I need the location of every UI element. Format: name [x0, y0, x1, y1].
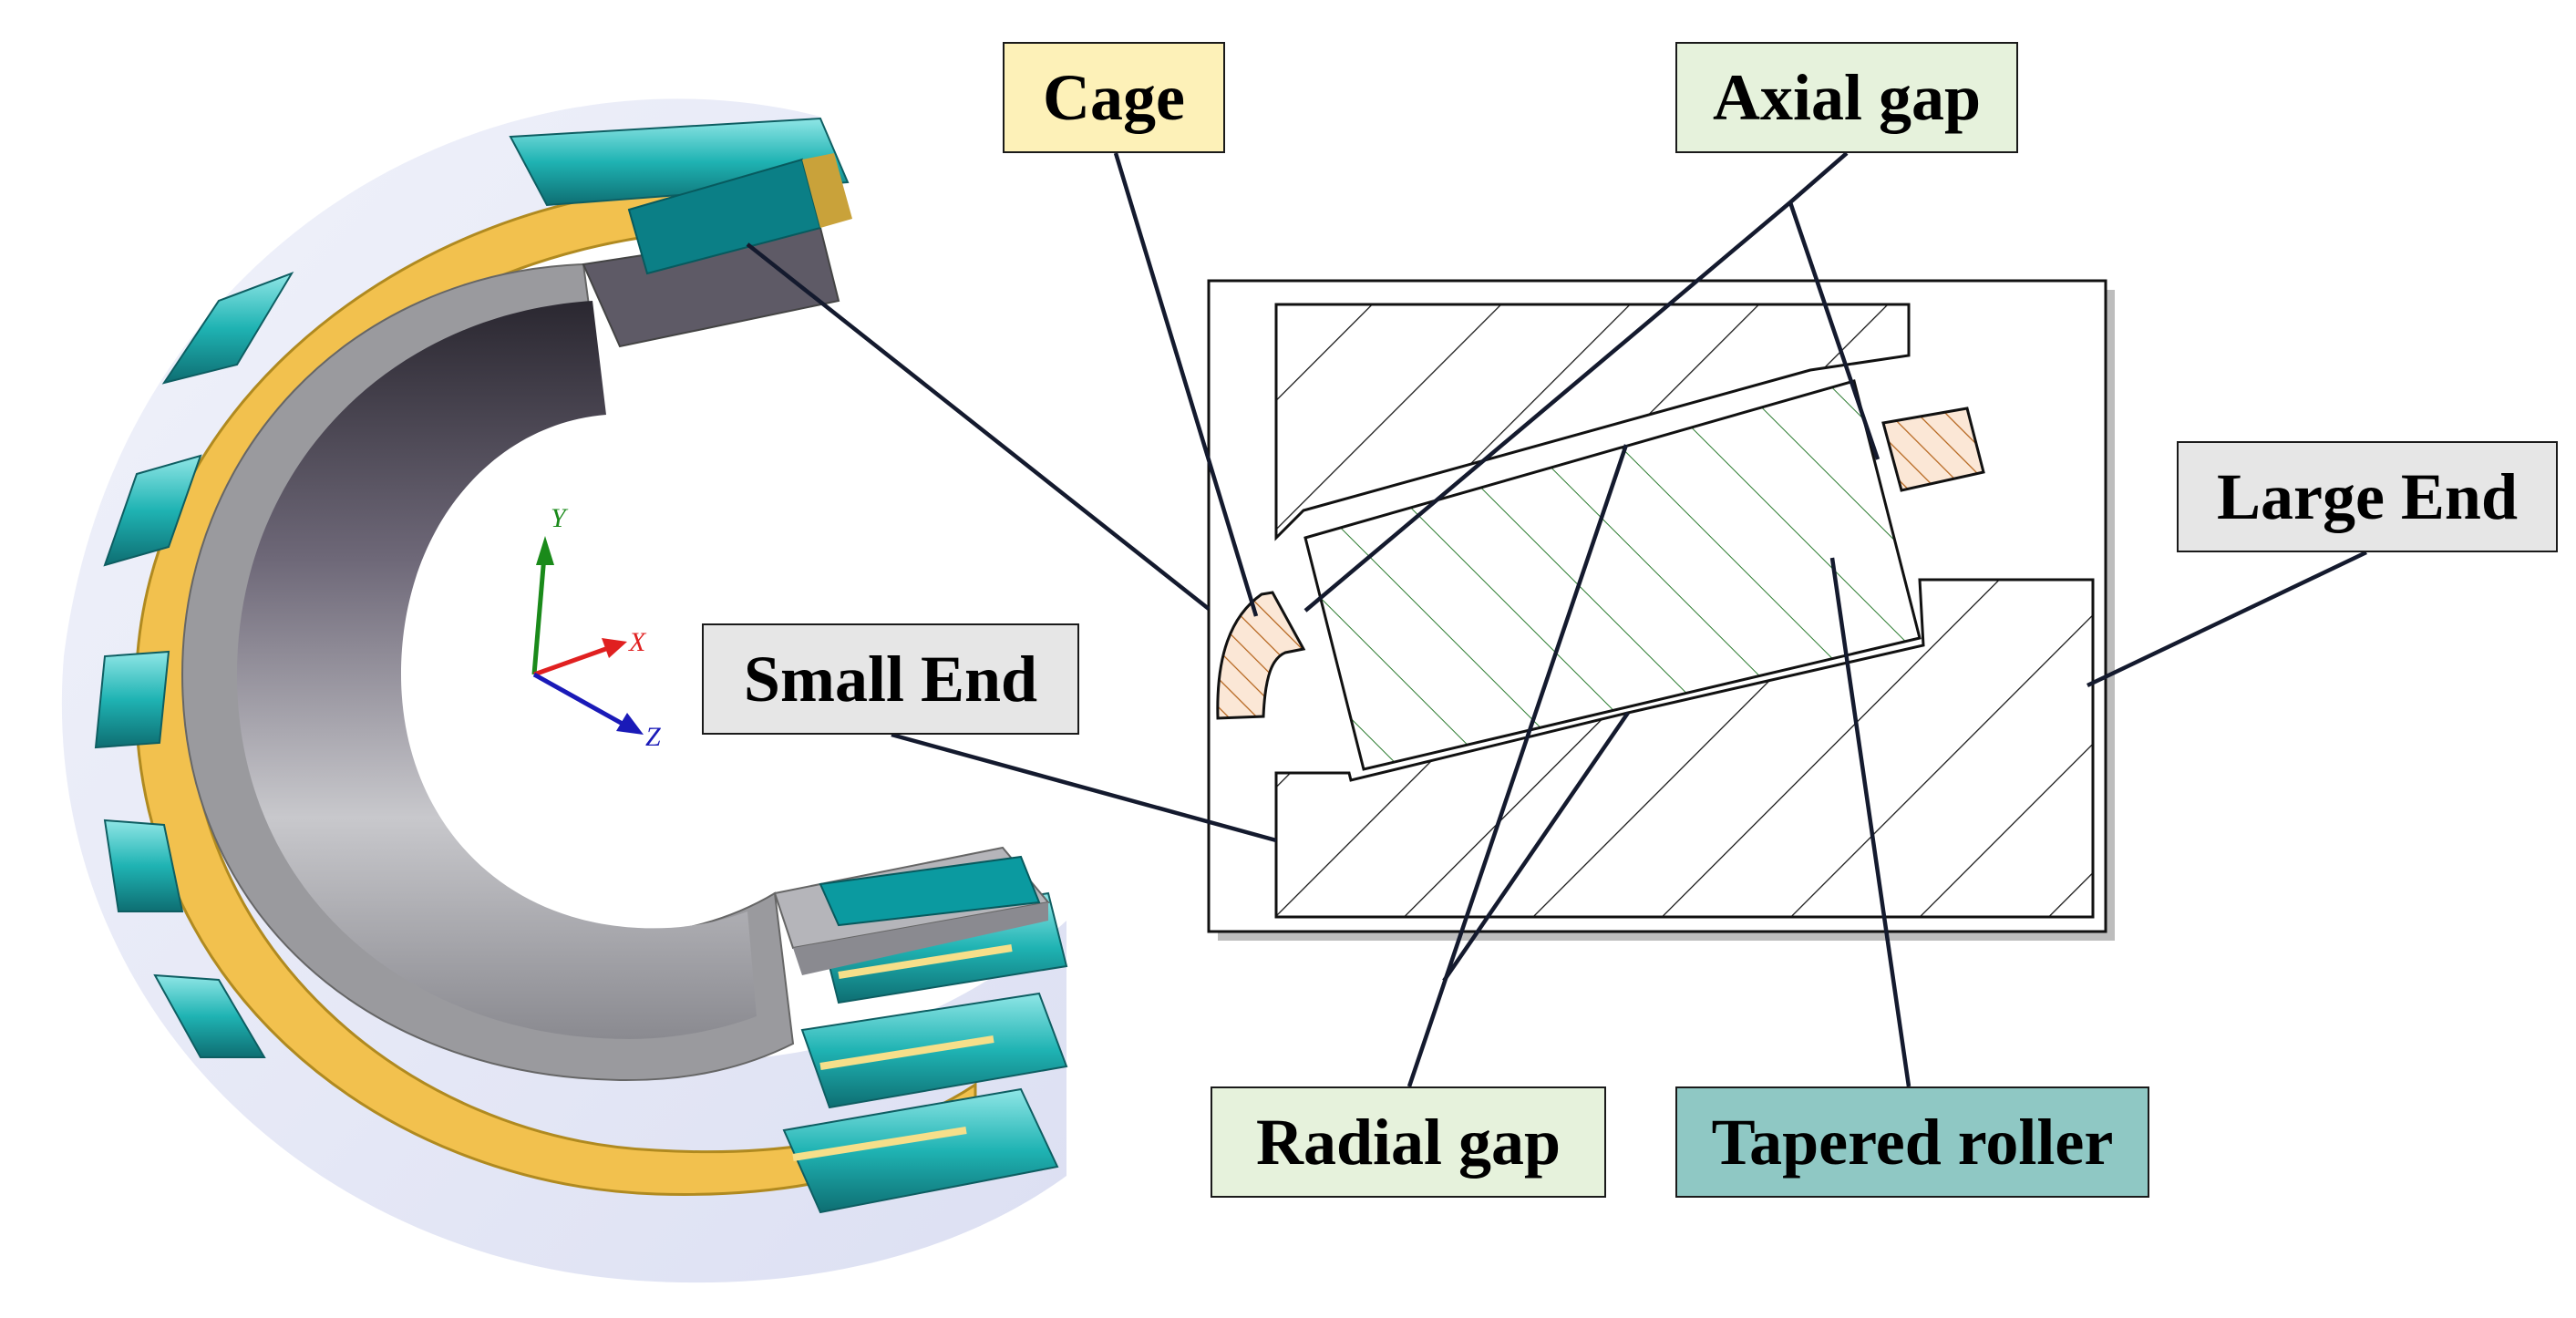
- axis-x-label: X: [628, 627, 647, 657]
- large-end-label: Large End: [2177, 441, 2558, 552]
- radial-gap-label: Radial gap: [1211, 1086, 1606, 1198]
- bearing-3d-illustration: [61, 98, 1068, 1283]
- inner-ring-section: [1274, 578, 2095, 919]
- cage-label: Cage: [1003, 42, 1225, 153]
- tapered-roller-label: Tapered roller: [1675, 1086, 2149, 1198]
- cage-section-large: [1881, 407, 1985, 492]
- coordinate-axes: Y X Z: [531, 503, 661, 752]
- cage-section-small: [1216, 591, 1306, 720]
- leader-axial-gap-2: [1788, 201, 1880, 460]
- small-end-label: Small End: [702, 623, 1079, 735]
- cut-roller-top: [627, 153, 852, 275]
- leader-lines: [746, 151, 2367, 1087]
- cut-roller-bottom: [819, 855, 1041, 927]
- leader-large-end: [2087, 550, 2367, 688]
- leader-tapered-roller: [1829, 557, 1911, 1087]
- cross-section: [1207, 279, 2115, 941]
- cage-stripes: [792, 944, 1013, 1161]
- outer-ring-section: [1274, 303, 1911, 541]
- axis-y-label: Y: [551, 503, 569, 533]
- axis-z-label: Z: [645, 722, 661, 752]
- leader-radial-gap-2: [1442, 711, 1630, 983]
- tapered-roller-section: [1303, 379, 1922, 771]
- leader-3d-to-section: [746, 242, 1211, 611]
- inner-ring: [180, 226, 1050, 1082]
- leader-cage: [1113, 152, 1259, 617]
- leader-small-end: [891, 732, 1277, 843]
- axial-gap-label: Axial gap: [1675, 42, 2018, 153]
